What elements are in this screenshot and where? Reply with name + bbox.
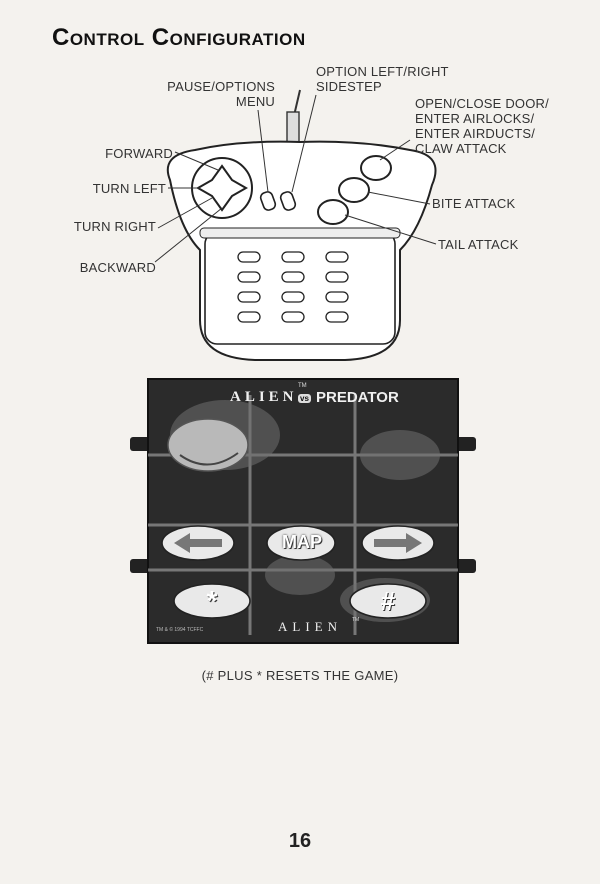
label-open-close-door: OPEN/CLOSE DOOR/ ENTER AIRLOCKS/ ENTER A… <box>415 96 575 156</box>
map-button-label: MAP <box>274 532 330 553</box>
overlay-logo-alien: ALIEN <box>230 389 298 406</box>
label-forward: FORWARD <box>60 146 173 161</box>
overlay-tm-bottom: TM <box>352 617 359 623</box>
keypad-panel <box>205 232 395 344</box>
page-number: 16 <box>0 830 600 853</box>
overlay-fine-print: TM & © 1994 TCFFC <box>156 627 203 633</box>
overlay-bottom-logo: ALIEN <box>278 619 342 635</box>
a-button <box>318 200 348 224</box>
label-option-left-right: OPTION LEFT/RIGHT SIDESTEP <box>316 64 476 94</box>
hash-button-label: # <box>374 586 402 617</box>
label-tail-attack: TAIL ATTACK <box>438 237 558 252</box>
overlay-logo-predator: PREDATOR <box>316 389 399 406</box>
reset-caption: (# PLUS * RESETS THE GAME) <box>0 668 600 683</box>
keypad-overlay: ALIEN TM vs PREDATOR MAP * # ALIEN TM TM… <box>130 375 476 645</box>
cable-plug <box>287 112 299 142</box>
alien-head-art <box>168 419 248 471</box>
overlay-logo-vs: vs <box>298 394 311 403</box>
overlay-artwork <box>130 375 476 645</box>
c-button <box>361 156 391 180</box>
label-turn-left: TURN LEFT <box>60 181 166 196</box>
label-bite-attack: BITE ATTACK <box>432 196 552 211</box>
b-button <box>339 178 369 202</box>
label-backward: BACKWARD <box>50 260 156 275</box>
label-turn-right: TURN RIGHT <box>50 219 156 234</box>
label-pause-options-menu: PAUSE/OPTIONS MENU <box>163 79 275 109</box>
star-button-label: * <box>198 585 226 617</box>
overlay-tm-top: TM <box>298 383 307 389</box>
